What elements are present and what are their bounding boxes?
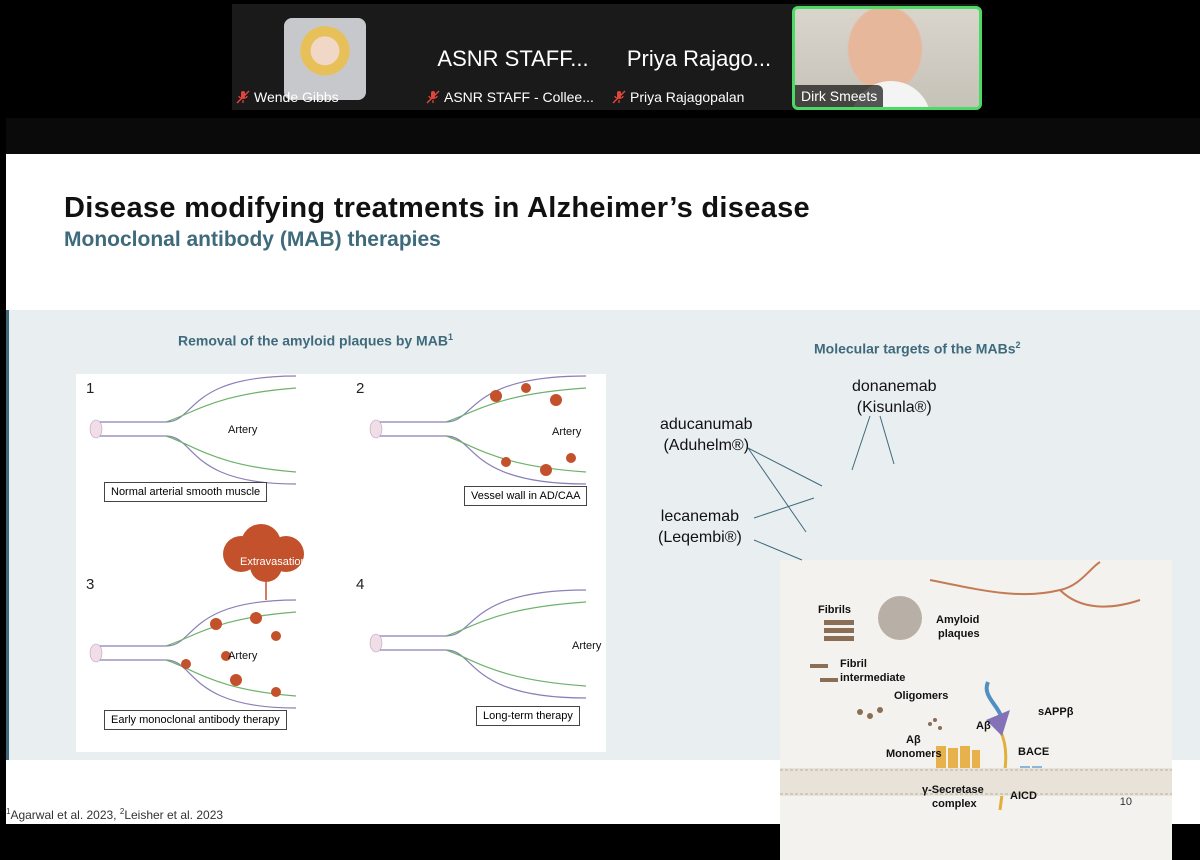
artery-label: Artery — [228, 424, 258, 436]
participant-tile-priya-rajagopalan[interactable]: Priya Rajago... Priya Rajagopalan — [608, 8, 790, 108]
abeta-label: Aβ — [976, 720, 991, 732]
aicd-label: AICD — [1010, 790, 1037, 802]
abeta-label: Aβ — [906, 734, 921, 746]
panel-caption: Normal arterial smooth muscle — [104, 482, 268, 502]
participant-display-name: ASNR STAFF... — [437, 46, 589, 71]
accent-bar — [6, 310, 9, 760]
shared-screen: Disease modifying treatments in Alzheime… — [6, 118, 1200, 860]
artery-diagrams — [89, 375, 587, 709]
complex-label: complex — [932, 798, 977, 810]
participant-name-bar: Wende Gibbs — [232, 86, 343, 108]
intermediate-label: intermediate — [840, 672, 906, 684]
artery-label: Artery — [228, 650, 258, 662]
participant-name: Priya Rajagopalan — [630, 89, 745, 105]
fibril-label: Fibril — [840, 658, 867, 670]
panel-number: 1 — [86, 380, 95, 397]
drug-donanemab: donanemab(Kisunla®) — [852, 378, 937, 416]
participant-name: Dirk Smeets — [801, 88, 878, 104]
molecular-pathway-diagram — [780, 561, 1172, 811]
participant-name: ASNR STAFF - Collee... — [444, 89, 594, 105]
slide-top-band — [6, 118, 1200, 154]
fibrils-label: Fibrils — [818, 604, 852, 616]
extravasation-label: Extravasation — [240, 556, 307, 568]
panel-caption: Early monoclonal antibody therapy — [104, 710, 287, 730]
left-figure-title: Removal of the amyloid plaques by MAB1 — [178, 332, 453, 349]
gamma-secretase-label: γ-Secretase — [922, 784, 984, 796]
participant-display-name: Priya Rajago... — [626, 46, 772, 71]
participant-strip: Wende Gibbs ASNR STAFF... ASNR STAFF - C… — [232, 4, 982, 110]
participant-tile-asnr-staff[interactable]: ASNR STAFF... ASNR STAFF - Collee... — [422, 8, 604, 108]
extravasation-cloud — [223, 524, 304, 582]
slide-title: Disease modifying treatments in Alzheime… — [64, 192, 810, 224]
panel-number: 4 — [356, 576, 365, 593]
bace-label: BACE — [1018, 746, 1050, 758]
mic-muted-icon — [612, 90, 626, 104]
plaques-label: plaques — [938, 628, 980, 640]
drug-lecanemab: lecanemab(Leqembi®) — [658, 508, 742, 546]
monomers-label: Monomers — [886, 748, 942, 760]
participant-tile-dirk-smeets[interactable]: Dirk Smeets — [792, 6, 982, 110]
amyloid-removal-figure: 1 2 3 4 Artery Artery Artery Artery Extr… — [76, 374, 606, 752]
molecular-targets-figure: Fibrils Amyloid plaques Fibril intermedi… — [780, 560, 1172, 860]
panel-caption: Vessel wall in AD/CAA — [464, 486, 588, 506]
participant-name: Wende Gibbs — [254, 89, 339, 105]
participant-name-bar: Dirk Smeets — [795, 85, 884, 107]
participant-tile-wende-gibbs[interactable]: Wende Gibbs — [232, 8, 414, 108]
participant-name-bar: Priya Rajagopalan — [608, 86, 748, 108]
drug-aducanumab: aducanumab(Aduhelm®) — [660, 416, 753, 454]
artery-label: Artery — [572, 640, 602, 652]
mic-muted-icon — [236, 90, 250, 104]
slide-subtitle: Monoclonal antibody (MAB) therapies — [64, 228, 441, 251]
mic-muted-icon — [426, 90, 440, 104]
slide-page-number: 10 — [1119, 796, 1132, 808]
participant-avatar — [284, 18, 366, 100]
panel-number: 3 — [86, 576, 95, 593]
sappb-label: sAPPβ — [1038, 706, 1074, 718]
panel-number: 2 — [356, 380, 365, 397]
oligomers-label: Oligomers — [894, 690, 949, 702]
slide-footnote: 1Agarwal et al. 2023, 2Leisher et al. 20… — [6, 807, 224, 822]
panel-caption: Long-term therapy — [476, 706, 580, 726]
artery-label: Artery — [552, 426, 582, 438]
participant-name-bar: ASNR STAFF - Collee... — [422, 86, 598, 108]
amyloid-label: Amyloid — [936, 614, 980, 626]
right-figure-title: Molecular targets of the MABs2 — [814, 340, 1021, 357]
